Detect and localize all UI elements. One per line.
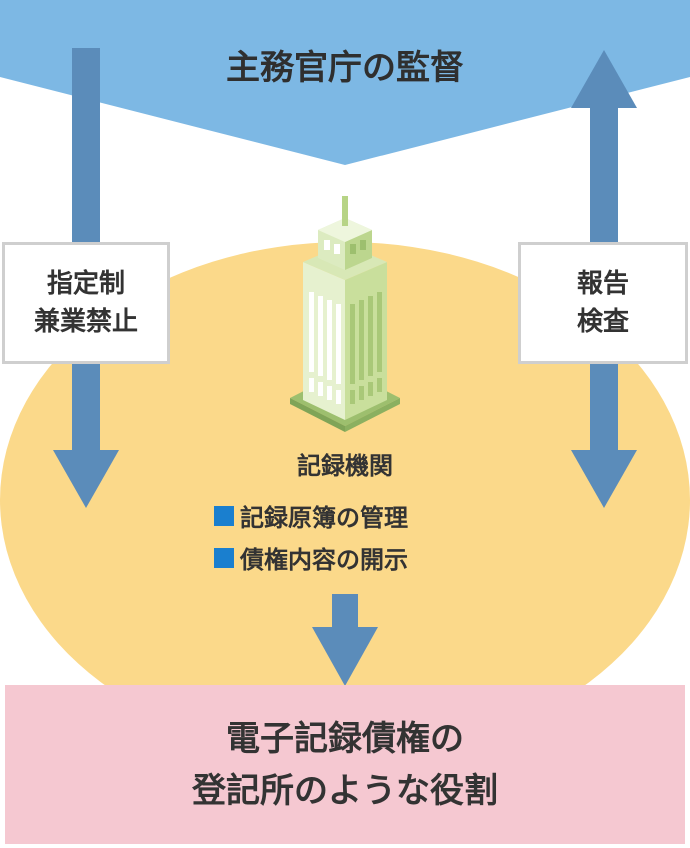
bullet-item-text: 債権内容の開示	[240, 546, 408, 574]
banner-title: 主務官庁の監督	[226, 48, 464, 88]
bullet-square-icon	[214, 505, 234, 526]
bullet-item: 記録原簿の管理	[214, 498, 408, 533]
bullet-item: 債権内容の開示	[214, 540, 408, 575]
designation-label-line2: 兼業禁止	[33, 307, 138, 337]
role-footer-line1: 電子記録債権の	[226, 718, 464, 759]
report-inspection-label-line2: 検査	[576, 307, 629, 337]
bullet-square-icon	[214, 547, 234, 568]
building-icon	[290, 196, 400, 432]
report-inspection-label-box: 報告 検査	[518, 242, 688, 364]
supervision-banner	[0, 0, 690, 165]
designation-label-box: 指定制 兼業禁止	[2, 242, 170, 364]
designation-label-line1: 指定制	[46, 269, 125, 299]
role-footer-box: 電子記録債権の 登記所のような役割	[5, 685, 685, 844]
registry-institution-title: 記録機関	[297, 452, 393, 480]
center-down-arrow	[312, 594, 378, 686]
bullet-item-text: 記録原簿の管理	[240, 504, 408, 532]
report-inspection-label-line1: 報告	[576, 269, 629, 299]
role-footer-line2: 登記所のような役割	[192, 770, 498, 811]
registry-area-ellipse	[0, 242, 690, 758]
